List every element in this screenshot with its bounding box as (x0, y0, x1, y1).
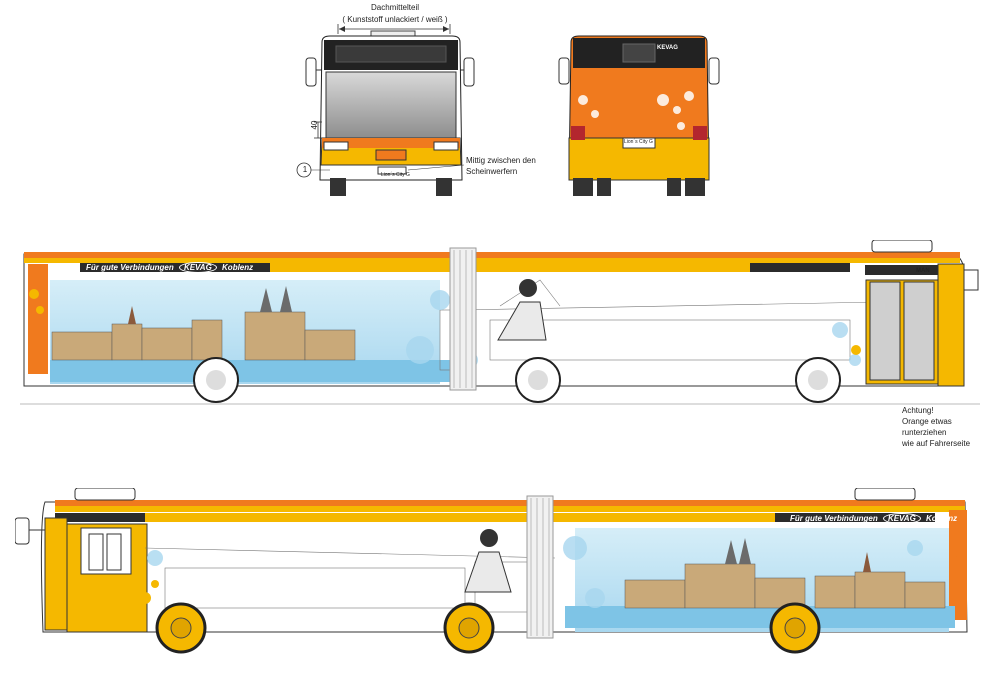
bus-left-side-icon (15, 488, 968, 654)
slogan-text-top: Für gute Verbindungen (86, 263, 174, 272)
bus-right-side-icon (20, 240, 980, 405)
rear-plate: Lion´s City G (624, 139, 653, 145)
front-plate: Lion´s City G (381, 172, 410, 178)
roof-part-subtitle: ( Kunststoff unlackiert / weiß ) (342, 15, 448, 24)
slogan-bottom: Für gute Verbindungen KEVAG Koblenz (790, 513, 957, 524)
slogan-text-bottom: Für gute Verbindungen (790, 514, 878, 523)
city-text-top: Koblenz (222, 263, 254, 272)
city-text-bottom: Koblenz (926, 514, 958, 523)
dimension-label: 40 (310, 120, 319, 130)
center-note-line2: Scheinwerfern (466, 167, 518, 176)
roof-part-title: Dachmittelteil (370, 3, 419, 12)
kevag-logo-bottom: KEVAG (882, 513, 921, 524)
marker-label: 1 (302, 165, 308, 174)
maker-badge: MAN (916, 268, 930, 274)
warning-line4: wie auf Fahrerseite (902, 439, 971, 448)
bus-front-icon (296, 30, 475, 196)
slogan-top: Für gute Verbindungen KEVAG Koblenz (86, 262, 253, 273)
rear-logo: KEVAG (657, 45, 678, 51)
warning-line1: Achtung! (902, 406, 934, 415)
warning-line2: Orange etwas (902, 417, 952, 426)
roof-dimension-line (337, 24, 451, 34)
bus-rear-icon (558, 35, 720, 196)
kevag-logo-top: KEVAG (178, 262, 217, 273)
center-note-line1: Mittig zwischen den (466, 156, 536, 165)
warning-line3: runterziehen (902, 428, 947, 437)
